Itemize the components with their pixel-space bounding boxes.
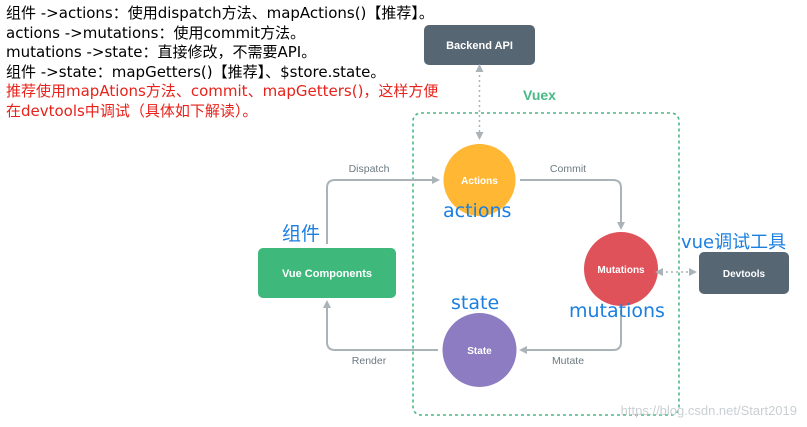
note-line-2: actions ->mutations：使用commit方法。 [6, 23, 306, 42]
note-line-3: mutations ->state：直接修改，不需要API。 [6, 43, 317, 61]
dispatch-arrow [326, 176, 440, 244]
devtools-box [699, 252, 789, 294]
mutate-label: Mutate [552, 355, 584, 367]
note-line-4: 组件 ->state：mapGetters()【推荐】、$store.state… [6, 62, 386, 81]
render-arrow [323, 300, 438, 351]
note-line-5: 推荐使用mapAtions方法、commit、mapGetters()，这样方便 [6, 82, 439, 100]
note-line-6: 在devtools中调试（具体如下解读）。 [6, 101, 258, 120]
backend-api-box [424, 25, 535, 65]
annotation-mutations: mutations [569, 300, 665, 322]
vuex-label: Vuex [523, 87, 556, 103]
vuex-boundary [412, 112, 680, 416]
note-line-1: 组件 ->actions：使用dispatch方法、mapActions()【推… [6, 4, 434, 22]
mutations-node [584, 232, 658, 306]
commit-label: Commit [550, 163, 586, 175]
commit-arrow [520, 179, 625, 230]
vue-components-label: Vue Components [282, 268, 372, 280]
dispatch-label: Dispatch [349, 163, 390, 175]
mutate-arrow [519, 310, 622, 354]
actions-node [443, 144, 516, 216]
annotation-actions: actions [443, 200, 511, 222]
annotation-devtools: vue调试工具 [681, 232, 786, 253]
actions-node-label: Actions [461, 176, 498, 187]
watermark: https://blog.csdn.net/Start2019 [621, 403, 797, 418]
annotation-state: state [451, 292, 499, 314]
vue-components-box [258, 248, 396, 298]
mutations-node-label: Mutations [597, 265, 645, 276]
state-node-label: State [467, 346, 492, 357]
devtools-label: Devtools [723, 269, 766, 280]
notes-block: 组件 ->actions：使用dispatch方法、mapActions()【推… [6, 4, 476, 121]
annotation-component: 组件 [282, 223, 320, 245]
render-label: Render [352, 355, 387, 367]
state-node [442, 313, 517, 387]
backend-api-label: Backend API [446, 40, 513, 52]
